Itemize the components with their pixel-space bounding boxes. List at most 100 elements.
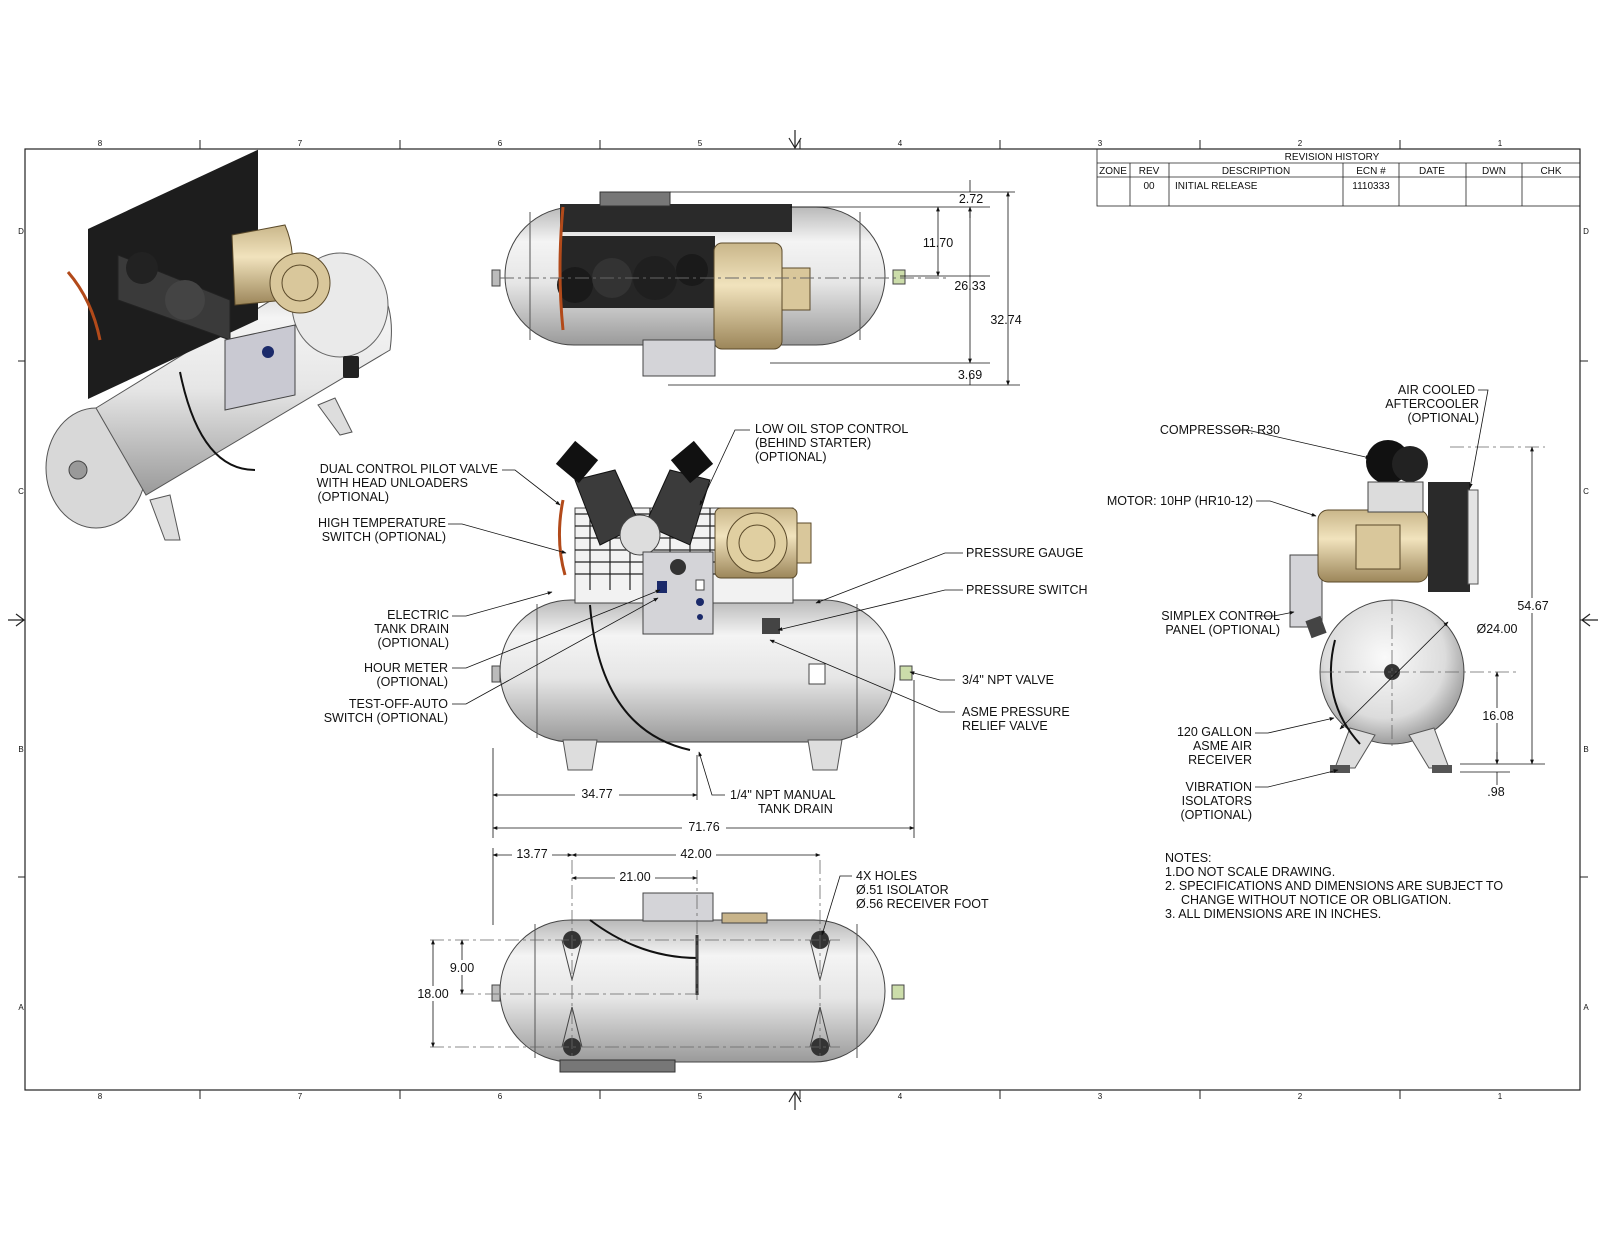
svg-text:34.77: 34.77	[581, 787, 612, 801]
callout-motor: MOTOR: 10HP (HR10-12)	[1107, 494, 1253, 508]
svg-text:Ø24.00: Ø24.00	[1476, 622, 1517, 636]
svg-text:7: 7	[298, 1092, 303, 1101]
svg-text:5: 5	[698, 139, 703, 148]
svg-text:HIGH TEMPERATURE: HIGH TEMPERATURE	[318, 516, 446, 530]
bottom-view-dimension-text: 13.77 42.00 21.00 9.00 18.00	[412, 846, 716, 1001]
svg-text:A: A	[18, 1003, 24, 1012]
callout-hour-meter: HOUR METER (OPTIONAL)	[364, 661, 448, 689]
svg-text:RECEIVER: RECEIVER	[1188, 753, 1252, 767]
callout-dual-pilot-valve: DUAL CONTROL PILOT VALVE WITH HEAD UNLOA…	[317, 462, 498, 504]
notes: NOTES: 1.DO NOT SCALE DRAWING. 2. SPECIF…	[1165, 851, 1503, 921]
svg-text:5: 5	[698, 1092, 703, 1101]
svg-text:INITIAL RELEASE: INITIAL RELEASE	[1175, 181, 1258, 192]
front-view-leaders	[448, 429, 963, 796]
svg-text:(OPTIONAL): (OPTIONAL)	[755, 450, 827, 464]
front-view	[491, 440, 913, 771]
svg-text:(BEHIND STARTER): (BEHIND STARTER)	[755, 436, 871, 450]
svg-text:D: D	[18, 227, 24, 236]
svg-text:2.72: 2.72	[959, 192, 983, 206]
callout-control-panel: SIMPLEX CONTROL PANEL (OPTIONAL)	[1161, 609, 1280, 637]
revision-title: REVISION HISTORY	[1285, 152, 1380, 163]
svg-text:1: 1	[1498, 1092, 1503, 1101]
svg-text:1/4" NPT MANUAL: 1/4" NPT MANUAL	[730, 788, 836, 802]
zone-labels-side: D C B A D C B A	[18, 227, 1589, 1012]
callout-mounting-holes: 4X HOLES Ø.51 ISOLATOR Ø.56 RECEIVER FOO…	[856, 869, 989, 911]
svg-text:ISOLATORS: ISOLATORS	[1182, 794, 1252, 808]
callout-test-off-auto: TEST-OFF-AUTO SWITCH (OPTIONAL)	[324, 697, 449, 725]
revision-table: REVISION HISTORY ZONE REV DESCRIPTION EC…	[1096, 148, 1581, 207]
svg-text:13.77: 13.77	[516, 847, 547, 861]
svg-text:42.00: 42.00	[680, 847, 711, 861]
svg-text:LOW OIL STOP CONTROL: LOW OIL STOP CONTROL	[755, 422, 908, 436]
svg-text:32.74: 32.74	[990, 313, 1021, 327]
svg-text:ZONE: ZONE	[1099, 166, 1127, 177]
svg-text:71.76: 71.76	[688, 820, 719, 834]
svg-text:VIBRATION: VIBRATION	[1186, 780, 1252, 794]
svg-text:18.00: 18.00	[417, 987, 448, 1001]
svg-text:A: A	[1583, 1003, 1589, 1012]
svg-text:16.08: 16.08	[1482, 709, 1513, 723]
svg-text:AFTERCOOLER: AFTERCOOLER	[1385, 397, 1479, 411]
svg-text:CHK: CHK	[1540, 166, 1561, 177]
svg-text:54.67: 54.67	[1517, 599, 1548, 613]
callout-asme-relief: ASME PRESSURE RELIEF VALVE	[962, 705, 1070, 733]
svg-text:8: 8	[98, 1092, 103, 1101]
svg-text:CHANGE WITHOUT NOTICE OR OBLIG: CHANGE WITHOUT NOTICE OR OBLIGATION.	[1181, 893, 1451, 907]
svg-text:4: 4	[898, 1092, 903, 1101]
svg-text:6: 6	[498, 139, 503, 148]
callout-compressor: COMPRESSOR: R30	[1160, 423, 1280, 437]
side-view-leaders	[1233, 389, 1489, 788]
svg-text:(OPTIONAL): (OPTIONAL)	[317, 490, 389, 504]
svg-text:1110333: 1110333	[1352, 181, 1390, 192]
top-view-dimension-text: 2.72 11.70 26.33 32.74 3.69	[923, 192, 1022, 382]
svg-text:7: 7	[298, 139, 303, 148]
svg-text:26.33: 26.33	[954, 279, 985, 293]
svg-text:1.DO NOT SCALE DRAWING.: 1.DO NOT SCALE DRAWING.	[1165, 865, 1335, 879]
svg-text:Ø.51 ISOLATOR: Ø.51 ISOLATOR	[856, 883, 949, 897]
svg-text:(OPTIONAL): (OPTIONAL)	[377, 636, 449, 650]
svg-text:3: 3	[1098, 139, 1103, 148]
svg-text:TANK DRAIN: TANK DRAIN	[758, 802, 833, 816]
svg-text:HOUR METER: HOUR METER	[364, 661, 448, 675]
callout-manual-drain: 1/4" NPT MANUAL TANK DRAIN	[730, 788, 836, 816]
svg-text:C: C	[18, 487, 24, 496]
svg-text:(OPTIONAL): (OPTIONAL)	[376, 675, 448, 689]
svg-text:B: B	[1583, 745, 1588, 754]
svg-text:TEST-OFF-AUTO: TEST-OFF-AUTO	[349, 697, 448, 711]
svg-text:REV: REV	[1139, 166, 1160, 177]
svg-text:Ø.56 RECEIVER FOOT: Ø.56 RECEIVER FOOT	[856, 897, 989, 911]
svg-text:2: 2	[1298, 1092, 1303, 1101]
zone-labels-bottom: 8 7 6 5 4 3 2 1	[98, 1092, 1503, 1101]
svg-text:SWITCH (OPTIONAL): SWITCH (OPTIONAL)	[324, 711, 448, 725]
svg-text:(OPTIONAL): (OPTIONAL)	[1407, 411, 1479, 425]
svg-text:TANK DRAIN: TANK DRAIN	[374, 622, 449, 636]
top-view-dimensions	[668, 180, 1020, 386]
svg-text:DUAL CONTROL PILOT VALVE: DUAL CONTROL PILOT VALVE	[320, 462, 498, 476]
svg-text:AIR COOLED: AIR COOLED	[1398, 383, 1475, 397]
svg-text:2. SPECIFICATIONS AND DIMENSIO: 2. SPECIFICATIONS AND DIMENSIONS ARE SUB…	[1165, 879, 1503, 893]
svg-text:3.69: 3.69	[958, 368, 982, 382]
callout-pressure-switch: PRESSURE SWITCH	[966, 583, 1088, 597]
svg-text:ECN #: ECN #	[1356, 166, 1386, 177]
svg-text:DWN: DWN	[1482, 166, 1506, 177]
bottom-view	[430, 860, 905, 1073]
svg-text:RELIEF VALVE: RELIEF VALVE	[962, 719, 1048, 733]
svg-text:2: 2	[1298, 139, 1303, 148]
svg-text:00: 00	[1143, 181, 1155, 192]
svg-text:.98: .98	[1487, 785, 1504, 799]
front-view-callouts: LOW OIL STOP CONTROL (BEHIND STARTER) (O…	[317, 422, 1088, 816]
svg-text:4: 4	[898, 139, 903, 148]
front-view-dimension-text: 34.77 71.76	[575, 786, 726, 834]
svg-text:6: 6	[498, 1092, 503, 1101]
svg-text:(OPTIONAL): (OPTIONAL)	[1180, 808, 1252, 822]
zone-labels-top: 8 7 6 5 4 3 2 1	[98, 139, 1503, 148]
svg-text:21.00: 21.00	[619, 870, 650, 884]
svg-text:DESCRIPTION: DESCRIPTION	[1222, 166, 1290, 177]
svg-text:ASME PRESSURE: ASME PRESSURE	[962, 705, 1070, 719]
callout-isolators: VIBRATION ISOLATORS (OPTIONAL)	[1180, 780, 1252, 822]
svg-text:11.70: 11.70	[923, 236, 953, 250]
callout-pressure-gauge: PRESSURE GAUGE	[966, 546, 1083, 560]
svg-text:ASME AIR: ASME AIR	[1193, 739, 1252, 753]
notes-title: NOTES:	[1165, 851, 1212, 865]
